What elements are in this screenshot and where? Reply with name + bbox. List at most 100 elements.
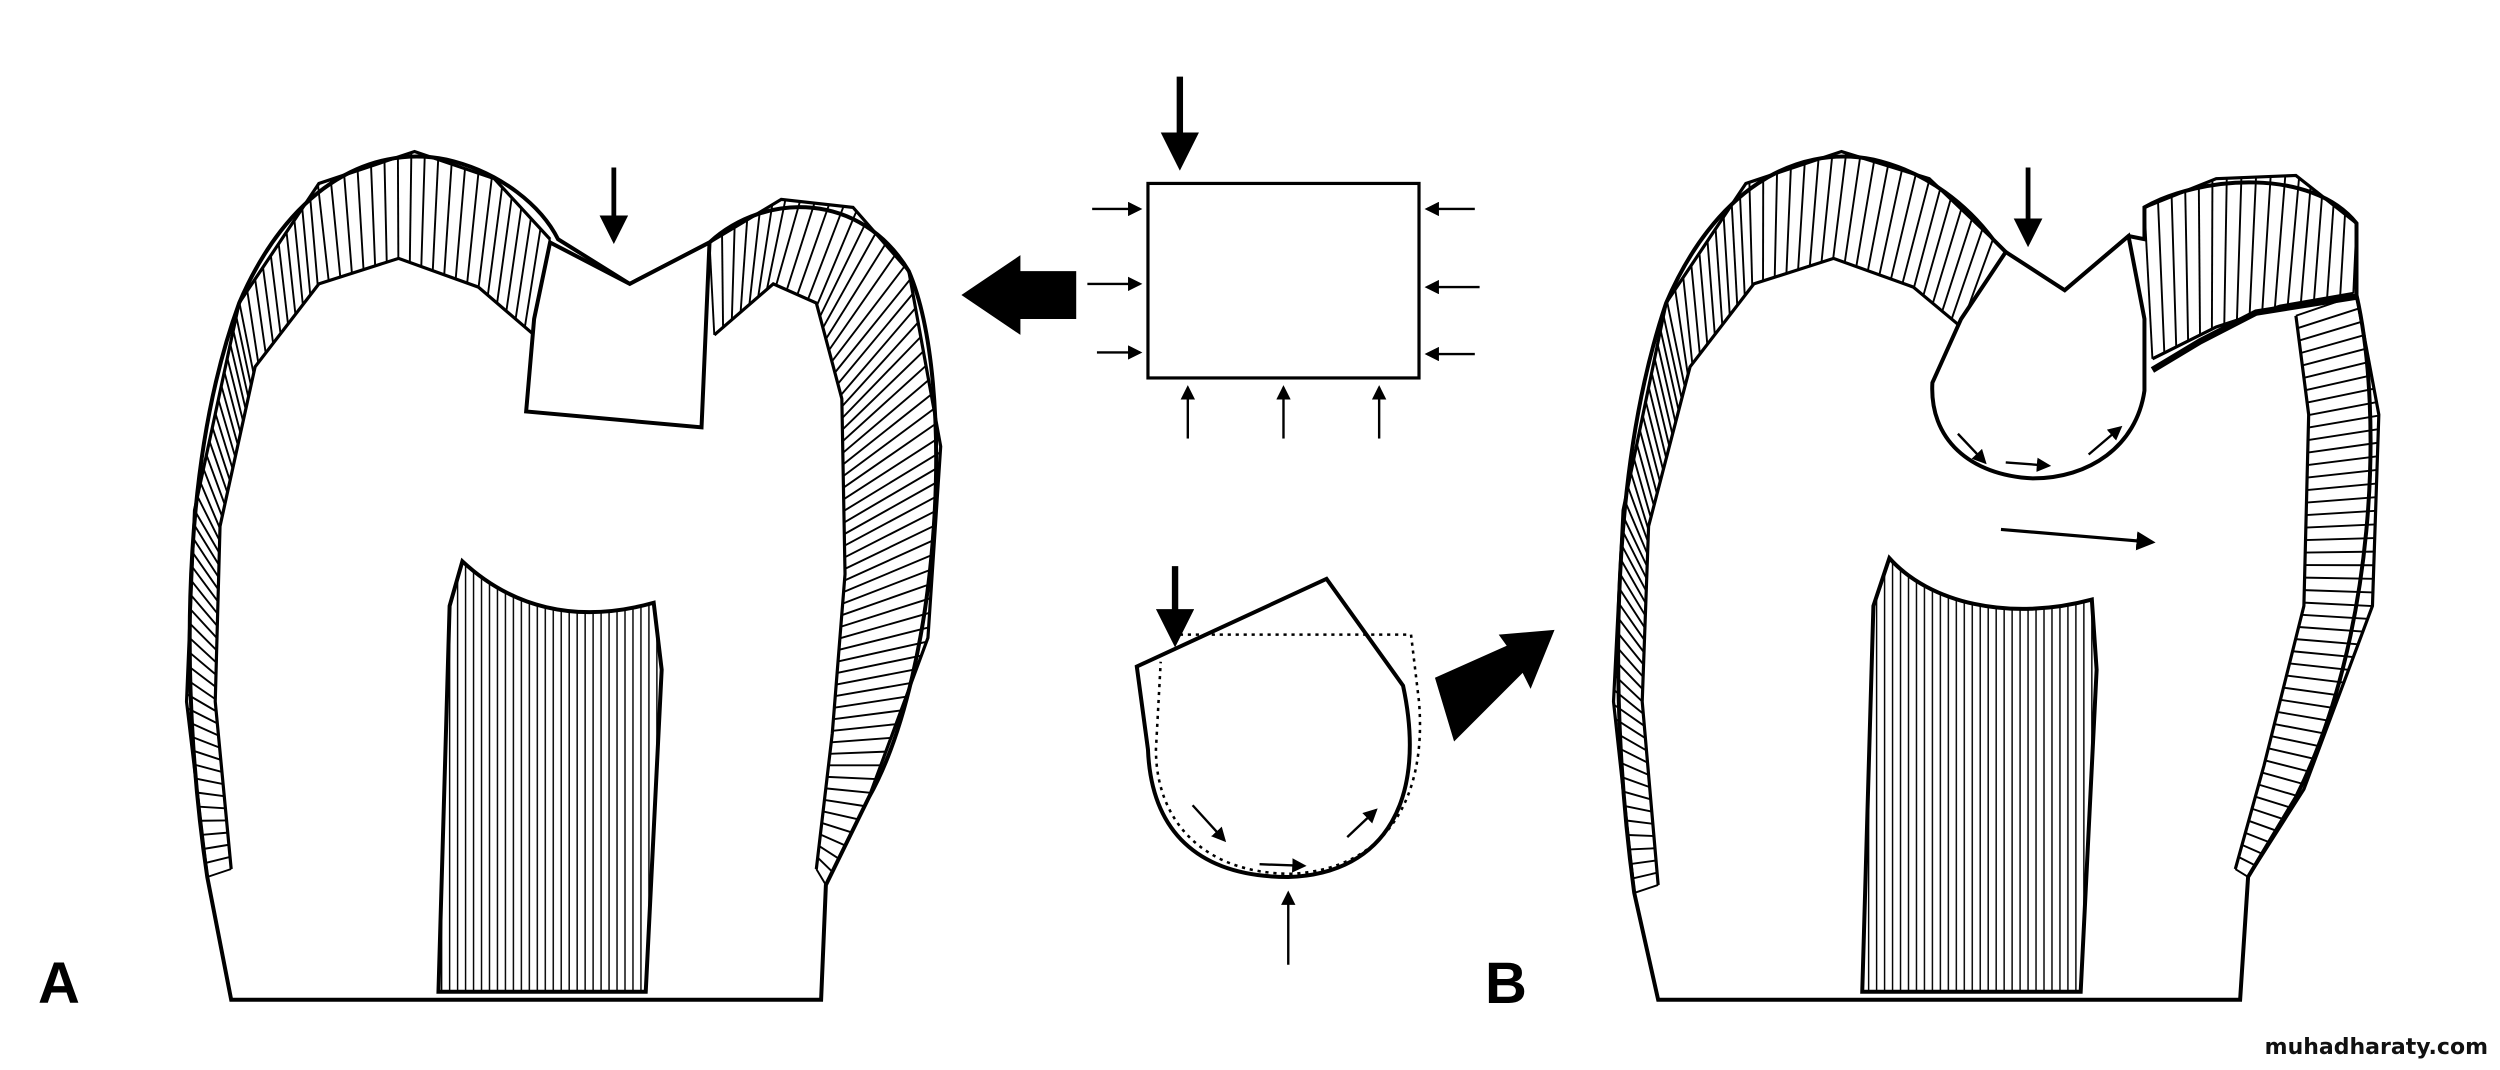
tooth-b <box>1611 149 2381 1002</box>
enamel-rod-line <box>190 594 219 627</box>
enamel-rod-line <box>1632 457 1652 518</box>
enamel-rod-line <box>420 154 426 267</box>
enamel-rod-line <box>807 205 845 300</box>
enamel-rod-line <box>838 626 929 651</box>
enamel-rod-line <box>195 777 224 786</box>
enamel-rod-line <box>2268 747 2316 761</box>
enamel-rod-line <box>356 170 365 270</box>
enamel-rod-line <box>837 293 914 385</box>
enamel-rod-line <box>1890 174 1917 280</box>
enamel-rod-line <box>825 243 887 340</box>
displacement-arrow <box>2000 527 2156 551</box>
enamel-rod-line <box>828 254 896 351</box>
enamel-rod-line <box>370 166 377 266</box>
enamel-rod-line <box>466 173 480 284</box>
enamel-rod-line <box>841 336 922 419</box>
watermark: muhadharaty.com <box>2264 1035 2488 1060</box>
enamel-rod-line <box>1785 168 1792 274</box>
enamel-rod-line <box>2306 469 2378 479</box>
enamel-rod-line <box>1797 163 1806 270</box>
enamel-rod-line <box>191 552 220 590</box>
enamel-rod-line <box>431 159 440 271</box>
enamel-rod-line <box>1617 602 1646 641</box>
enamel-rod-line <box>1619 761 1649 776</box>
enamel-rod-line <box>1931 208 1963 304</box>
enamel-rod-line <box>2265 759 2311 773</box>
enamel-rod-line <box>2305 537 2375 542</box>
box-prep-model <box>1087 76 1480 439</box>
enamel-rod-line <box>831 736 891 744</box>
enamel-rod-line <box>843 451 941 512</box>
enamel-rod-line <box>383 161 388 263</box>
enamel-rod-line <box>843 436 940 501</box>
enamel-rod-line <box>232 330 250 398</box>
enamel-rod-line <box>1626 819 1653 825</box>
enamel-rod-line <box>2298 320 2362 342</box>
tooth-b-outline <box>1616 154 2373 1002</box>
enamel-rod-line <box>235 316 252 386</box>
enamel-rod-line <box>189 608 218 639</box>
enamel-rod-line <box>2307 441 2379 454</box>
enamel-rod-line <box>841 582 932 617</box>
enamel-rod-line <box>202 468 224 517</box>
enamel-rod-line <box>842 422 938 489</box>
enamel-rod-line <box>825 787 871 794</box>
enamel-rod-line <box>1633 884 1659 894</box>
stress-arrow-b1 <box>1957 432 1987 465</box>
enamel-rod-line <box>2326 205 2335 299</box>
block-arrow-right <box>1434 629 1555 742</box>
enamel-rod-line <box>815 868 827 886</box>
enamel-rod-line <box>2297 307 2360 330</box>
enamel-rod-line <box>1618 747 1648 764</box>
enamel-rod-line <box>454 168 466 280</box>
enamel-rod-line <box>190 580 219 615</box>
enamel-rod-line <box>824 798 865 808</box>
enamel-rod-line <box>843 480 939 535</box>
enamel-rod-line <box>188 650 217 676</box>
enamel-rod-line <box>192 537 220 578</box>
enamel-rod-line <box>1656 343 1677 423</box>
enamel-rod-line <box>208 440 229 494</box>
enamel-rod-line <box>1659 329 1680 411</box>
enamel-rod-line <box>277 243 289 325</box>
enamel-rod-line <box>1820 154 1834 263</box>
enamel-rod-line <box>2251 807 2285 821</box>
enamel-rod-line <box>775 201 801 286</box>
enamel-boundary <box>713 282 847 870</box>
enamel-rod-line <box>1616 616 1645 653</box>
enamel-rod-line <box>2261 771 2306 786</box>
enamel-rod-line <box>1674 289 1689 376</box>
enamel-rod-line <box>477 177 493 288</box>
enamel-rod-line <box>1855 161 1875 267</box>
enamel-rod-line <box>2306 387 2375 404</box>
enamel-rod-line <box>2303 361 2370 379</box>
enamel-rod-line <box>842 393 932 466</box>
enamel-rod-line <box>188 636 217 664</box>
stress-arrow-b2 <box>2005 457 2052 472</box>
enamel-rod-line <box>2157 201 2166 353</box>
enamel-rod-line <box>1624 805 1652 813</box>
enamel-rod-line <box>238 302 255 374</box>
enamel-rod-line <box>844 538 935 582</box>
enamel-rod-line <box>835 682 912 698</box>
enamel-boundary <box>2233 315 2311 870</box>
enamel-rod-line <box>2283 686 2340 697</box>
enamel-rod-line <box>1832 152 1848 259</box>
enamel-rod-line <box>2289 662 2349 671</box>
enamel-rod-line <box>1653 358 1674 435</box>
pulp-b <box>1860 554 2099 994</box>
enamel-rod-line <box>2339 214 2346 296</box>
enamel-rod-line <box>2248 177 2257 317</box>
enamel-rod-line <box>193 509 221 554</box>
enamel-rod-line <box>2274 723 2325 735</box>
enamel-rod-line <box>198 805 226 810</box>
enamel-rod-line <box>2271 735 2321 748</box>
enamel-rod-line <box>1620 544 1648 592</box>
enamel-rod-line <box>193 763 223 773</box>
enamel-rod-line <box>1624 500 1649 555</box>
enamel-rod-line <box>843 465 940 524</box>
enamel-rod-line <box>1748 182 1754 286</box>
enamel-rod-line <box>739 219 749 313</box>
